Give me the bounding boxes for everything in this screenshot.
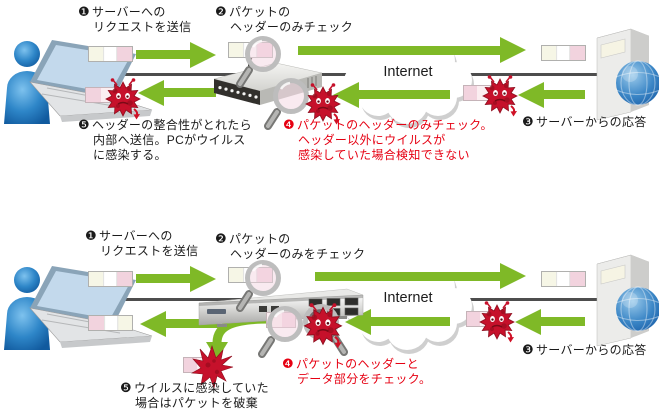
server-bay (600, 38, 626, 59)
magnifier-icon (236, 260, 281, 312)
arrow-bar (164, 88, 216, 97)
packet-icon (88, 46, 133, 62)
step5-text2: 内部へ送信。PCがウイルス (93, 133, 246, 147)
router-leds (218, 86, 258, 99)
packet-icon (88, 271, 133, 287)
step1-badge: ❶ (78, 4, 90, 19)
arrow-bar (359, 90, 450, 99)
step5-badge: ❺ (78, 117, 90, 132)
step4-badge: ❹ (282, 356, 294, 371)
packet-icon (88, 315, 133, 331)
magnifier-icon (264, 78, 309, 130)
step4-text: パケットのヘッダーと (295, 357, 419, 371)
step4-text: パケットのヘッダーのみチェック。 (296, 118, 493, 132)
arrow-bar (544, 90, 585, 99)
globe-icon (615, 286, 659, 332)
network-cable (70, 73, 600, 76)
step5-text: ヘッダーの整合性がとれたら (91, 118, 252, 132)
magnifier-icon (236, 36, 281, 88)
appliance-port (259, 306, 267, 312)
step5-text3: に感染する。 (93, 148, 167, 162)
step4-text2: ヘッダー以外にウイルスが (298, 133, 446, 147)
arrow-bar (315, 272, 500, 281)
server-bay (600, 264, 626, 285)
arrow-head-left (515, 309, 541, 335)
arrow-bar (136, 274, 190, 283)
server-tower-icon (596, 254, 659, 347)
step3-badge: ❸ (522, 114, 534, 129)
step1-text: サーバーへの (98, 229, 173, 243)
arrow-bar (298, 46, 500, 55)
step2-badge: ❷ (215, 4, 227, 19)
step1-text: サーバーへの (91, 5, 166, 19)
virus-icon (305, 83, 341, 125)
step4-text2: データ部分をチェック。 (297, 372, 432, 386)
arrow-bar (166, 319, 218, 328)
packet-icon (541, 45, 586, 61)
step4-text3: 感染していた場合検知できない (298, 148, 470, 162)
arrow-head-right (500, 37, 526, 63)
step1-badge: ❶ (85, 228, 97, 243)
arrow-head-left (138, 80, 164, 106)
arrow-head-left (518, 82, 544, 108)
packet-icon (541, 271, 586, 287)
step1-text2: リクエストを送信 (93, 20, 192, 34)
step5-text2: 場合はパケットを破棄 (135, 396, 259, 410)
step2-text: パケットの (228, 5, 291, 19)
step2-text2: ヘッダーのみをチェック (230, 247, 366, 261)
appliance-port (271, 306, 279, 312)
step1-text2: リクエストを送信 (100, 244, 199, 258)
step3-badge: ❸ (522, 342, 534, 357)
internet-label: Internet (383, 290, 432, 306)
arrow-head-left (140, 311, 166, 337)
arrow-head-right (500, 263, 526, 289)
step2-badge: ❷ (215, 231, 227, 246)
virus-spots (489, 84, 510, 105)
internet-label: Internet (383, 64, 432, 80)
arrow-head-right (190, 266, 216, 292)
arrow-bar (371, 317, 450, 326)
internet-cloud-icon: Internet (344, 31, 474, 128)
arrow-head-right (190, 42, 216, 68)
destroyed-virus-icon (191, 345, 234, 389)
step5-text: ウイルスに感染していた (133, 381, 269, 395)
step4-badge: ❹ (283, 117, 295, 132)
virus-icon (105, 78, 141, 120)
globe-icon (615, 60, 659, 106)
step2-text: パケットの (228, 232, 291, 246)
appliance-logo (207, 309, 226, 314)
virus-icon (482, 75, 518, 117)
step3-text: サーバーからの応答 (535, 115, 647, 129)
magnifier-icon (258, 306, 303, 358)
arrow-bar (541, 317, 585, 326)
server-tower-icon (596, 28, 659, 121)
step3-text: サーバーからの応答 (535, 343, 647, 357)
step5-badge: ❺ (120, 380, 132, 395)
step2-text2: ヘッダーのみチェック (230, 20, 354, 34)
virus-icon (479, 301, 515, 343)
virus-icon (303, 303, 343, 349)
arrow-bar (136, 50, 190, 59)
